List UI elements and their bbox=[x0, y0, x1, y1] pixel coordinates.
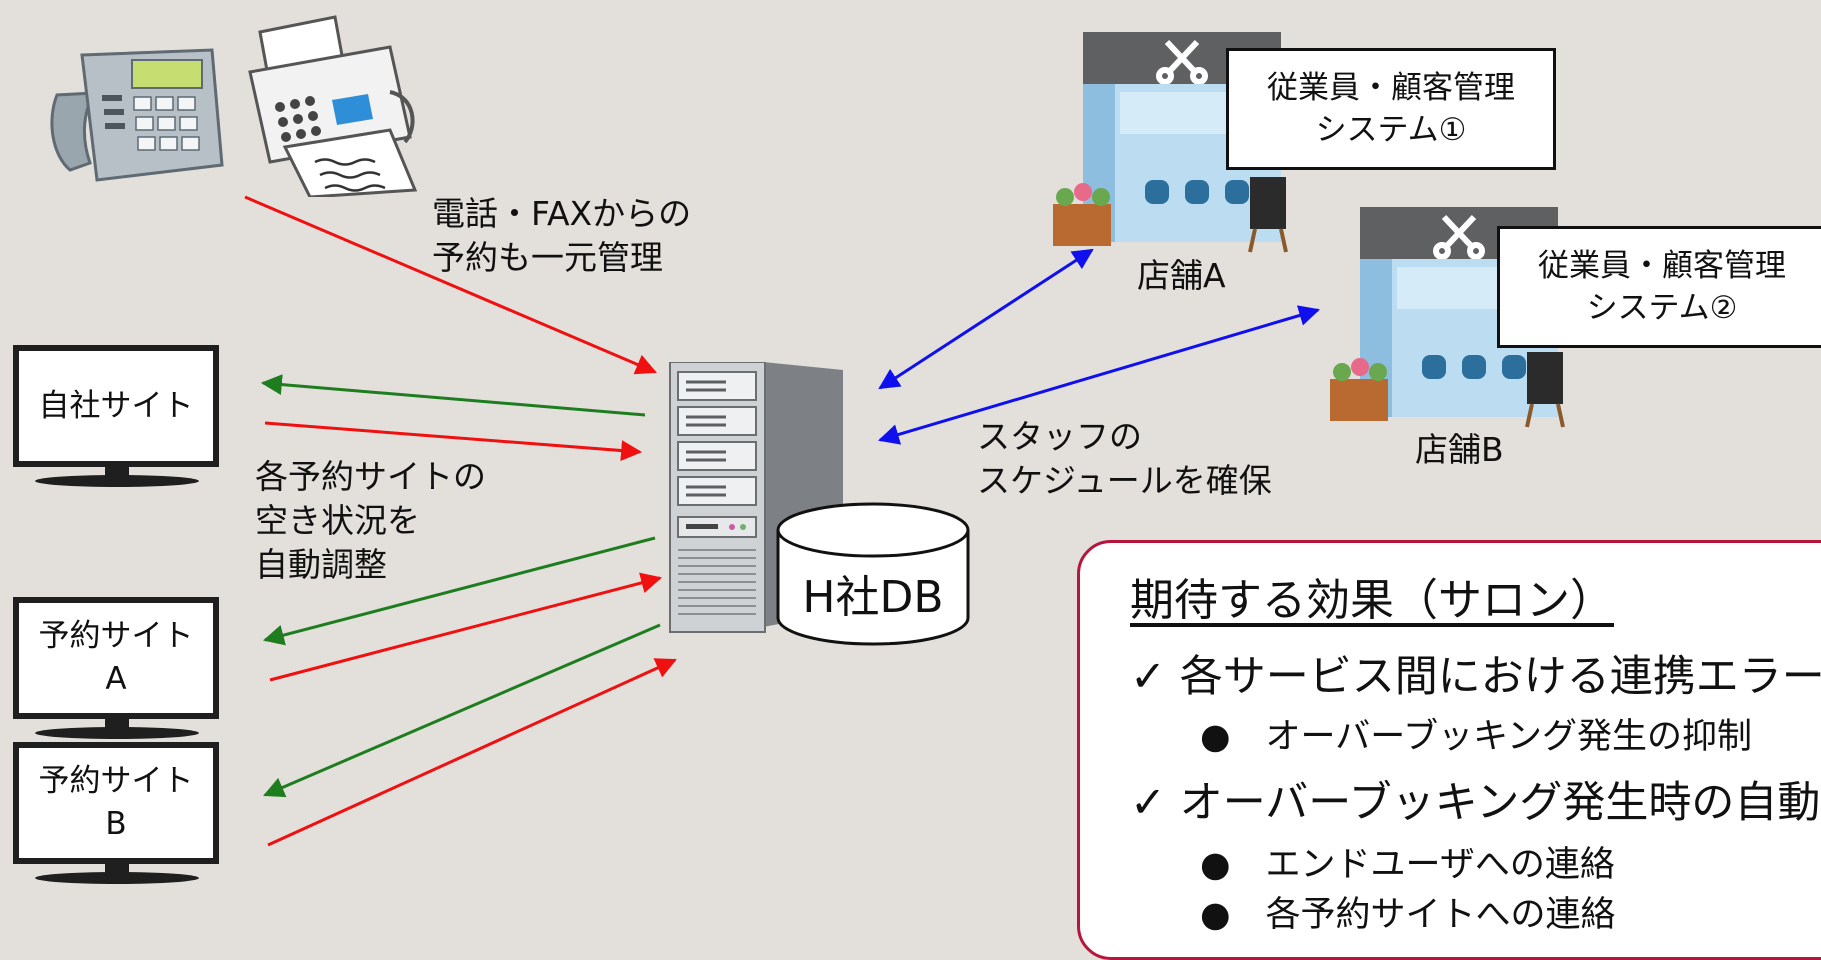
server-tower-icon bbox=[669, 362, 843, 633]
own-site-to-db-arrow bbox=[264, 421, 643, 462]
own-site-label: 自社サイト bbox=[13, 345, 219, 467]
availability-label: 各予約サイトの 空き状況を 自動調整 bbox=[255, 457, 486, 584]
connection-arrows bbox=[244, 195, 1321, 847]
staff-schedule-label: スタッフの スケジュールを確保 bbox=[977, 417, 1272, 500]
database-cylinder-icon bbox=[776, 502, 970, 646]
db-to-own-site-arrow bbox=[260, 374, 646, 417]
scissors-icon bbox=[1156, 39, 1208, 85]
effects-title: 期待する効果（サロン） bbox=[1130, 575, 1614, 626]
effect-item-2-sub-2: ● 各予約サイトへの連絡 bbox=[1200, 895, 1616, 935]
telephone-icon bbox=[50, 48, 224, 182]
fax-to-db-arrow bbox=[244, 195, 657, 375]
db-label: H社DB bbox=[802, 572, 944, 623]
site-b-label: 予約サイト B bbox=[13, 742, 219, 864]
system-1-box: 従業員・顧客管理 システム① bbox=[1226, 48, 1556, 170]
effect-item-2: ✓ オーバーブッキング発生時の自動 bbox=[1130, 778, 1821, 828]
effect-item-1-sub: ● オーバーブッキング発生の抑制 bbox=[1200, 717, 1753, 757]
site-b-to-db-arrow bbox=[267, 658, 677, 847]
store-b-label: 店舗B bbox=[1415, 430, 1504, 469]
site-a-to-db-arrow bbox=[269, 572, 663, 682]
system-2-box: 従業員・顧客管理 システム② bbox=[1497, 226, 1821, 348]
fax-machine-icon bbox=[248, 15, 418, 197]
db-to-site-b-arrow bbox=[263, 623, 661, 798]
scissors-icon bbox=[1433, 214, 1485, 260]
store-a-label: 店舗A bbox=[1137, 256, 1226, 295]
effect-item-1: ✓ 各サービス間における連携エラー bbox=[1130, 652, 1821, 702]
effect-item-2-sub-1: ● エンドユーザへの連絡 bbox=[1200, 845, 1615, 885]
site-a-label: 予約サイト A bbox=[13, 597, 219, 719]
fax-integration-label: 電話・FAXからの 予約も一元管理 bbox=[432, 194, 692, 277]
expected-effects-panel: 期待する効果（サロン） ✓ 各サービス間における連携エラー ● オーバーブッキン… bbox=[1077, 540, 1821, 960]
db-store-b-arrow bbox=[877, 305, 1321, 445]
db-to-site-a-arrow bbox=[262, 536, 656, 646]
db-store-a-arrow bbox=[878, 248, 1094, 390]
